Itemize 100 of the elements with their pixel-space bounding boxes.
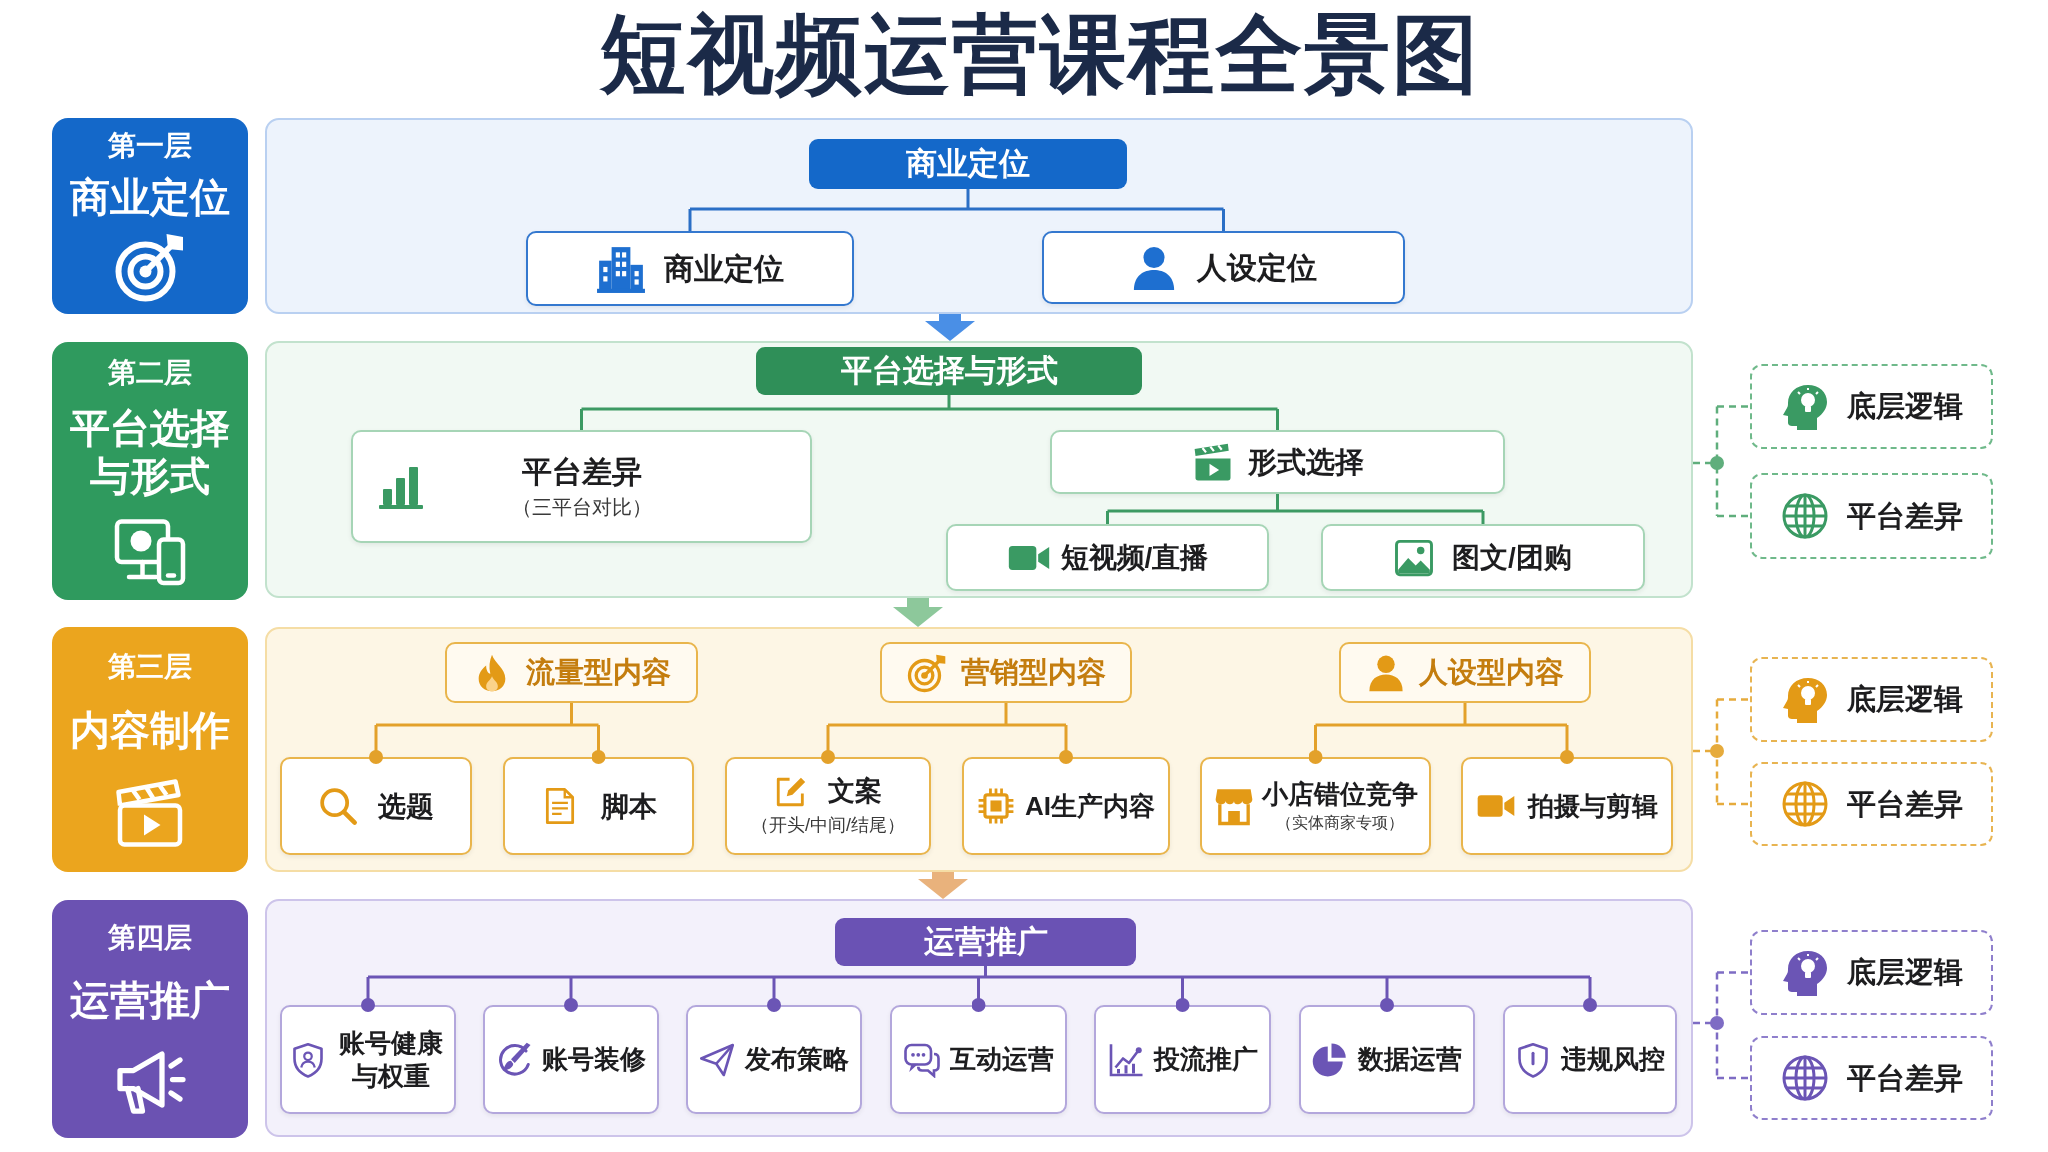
topic-label: 形式选择	[1247, 444, 1364, 480]
connector-line	[1583, 977, 1597, 1012]
flow-arrow	[918, 872, 968, 899]
layer-number: 第二层	[108, 356, 192, 390]
layer-band	[265, 341, 1693, 598]
dashed-connector	[1691, 698, 1719, 806]
topic-card	[1200, 757, 1431, 855]
topic-label: 违规风控	[1561, 1043, 1665, 1076]
topic-label: 账号装修	[542, 1043, 646, 1076]
dashed-connector	[1717, 405, 1750, 408]
layer-band	[265, 899, 1693, 1137]
topic-label: 底层逻辑	[1846, 682, 1963, 717]
layer-panel	[52, 627, 248, 872]
connector-line	[1222, 209, 1225, 231]
dashed-connector	[1717, 698, 1750, 701]
topic-card	[686, 1005, 862, 1114]
connector-line	[1314, 701, 1569, 727]
header-bar	[809, 139, 1127, 189]
topic-card	[1503, 1005, 1677, 1114]
connector-line	[1481, 511, 1485, 524]
connector-line	[1380, 977, 1394, 1012]
layer-number: 第三层	[108, 649, 192, 684]
connector-line	[821, 725, 835, 764]
topic-card	[351, 430, 812, 543]
category-label: 流量型内容	[526, 655, 671, 690]
topic-label: AI生产内容	[1025, 789, 1155, 823]
topic-card	[483, 1005, 659, 1114]
side-note-card	[1750, 657, 1993, 742]
connector-line	[767, 977, 781, 1012]
dashed-connector	[1717, 802, 1750, 806]
layer-panel	[52, 118, 248, 314]
connector-line	[591, 725, 606, 764]
connector-line	[369, 725, 383, 764]
layer-band	[265, 118, 1693, 314]
diagram-title: 短视频运营课程全景图	[600, 5, 1480, 104]
topic-label: 投流推广	[1153, 1043, 1258, 1076]
connector-line	[564, 977, 578, 1012]
connector-line	[688, 209, 692, 231]
topic-label: 短视频/直播	[1060, 541, 1209, 575]
topic-label: 选题	[378, 789, 434, 824]
topic-label: 平台差异	[1846, 1060, 1963, 1096]
side-note-card	[1750, 762, 1993, 846]
topic-card	[280, 757, 472, 855]
topic-card	[1321, 524, 1645, 591]
connector-line	[374, 701, 600, 727]
connector-line	[361, 977, 375, 1012]
connector-line	[580, 409, 583, 430]
header-bar	[835, 918, 1136, 966]
connector-line	[580, 393, 1279, 411]
category-label: 营销型内容	[960, 655, 1106, 690]
side-note-card	[1750, 930, 1993, 1015]
connector-line	[1560, 725, 1574, 764]
connector-line	[971, 977, 986, 1012]
topic-label: 账号健康与权重	[338, 1027, 444, 1092]
topic-label: 图文/团购	[1452, 541, 1572, 575]
header-bar	[756, 347, 1142, 395]
topic-card	[1094, 1005, 1271, 1114]
layer-title: 商业定位	[70, 173, 230, 221]
header-text: 商业定位	[906, 145, 1030, 183]
flow-arrow	[893, 598, 943, 627]
dashed-connector	[1717, 1076, 1750, 1080]
side-note-card	[1750, 364, 1993, 449]
connector-line	[688, 187, 1225, 211]
topic-label: 平台差异	[1846, 498, 1963, 534]
layer-panel	[52, 342, 248, 600]
category-tag	[880, 642, 1132, 703]
flow-arrow	[925, 314, 975, 341]
connector-line	[1276, 409, 1279, 430]
topic-card	[946, 524, 1269, 591]
layer-number: 第四层	[108, 921, 192, 955]
dashed-connector	[1717, 971, 1750, 974]
side-note-card	[1750, 473, 1993, 559]
side-note-card	[1750, 1036, 1993, 1120]
topic-subtitle: （三平台对比）	[511, 494, 652, 520]
layer-title: 内容制作	[70, 707, 230, 755]
topic-label: 互动运营	[949, 1043, 1054, 1076]
topic-card	[1050, 430, 1505, 494]
topic-label: 平台差异	[1846, 786, 1963, 822]
layer-panel	[52, 900, 248, 1138]
topic-card	[962, 757, 1170, 855]
topic-card	[890, 1005, 1067, 1114]
connector-line	[1308, 725, 1323, 764]
connector-line	[1059, 725, 1073, 764]
category-tag	[445, 642, 698, 703]
layer-band	[265, 627, 1693, 872]
topic-card	[503, 757, 694, 855]
category-tag	[1339, 642, 1591, 703]
topic-subtitle: （开头/中间/结尾）	[751, 813, 905, 837]
layer-title: 运营推广	[70, 976, 230, 1024]
topic-label: 拍摄与剪辑	[1528, 789, 1658, 823]
topic-label: 人设定位	[1196, 249, 1317, 286]
topic-label: 数据运营	[1358, 1043, 1462, 1076]
connector-line	[1106, 492, 1485, 513]
topic-card	[280, 1005, 456, 1114]
topic-subtitle: （实体商家专项）	[1275, 813, 1404, 834]
connector-line	[1106, 511, 1109, 524]
topic-label: 底层逻辑	[1846, 955, 1963, 990]
topic-label: 发布策略	[745, 1043, 849, 1076]
topic-card	[1042, 231, 1405, 304]
connector-line	[366, 964, 1592, 979]
